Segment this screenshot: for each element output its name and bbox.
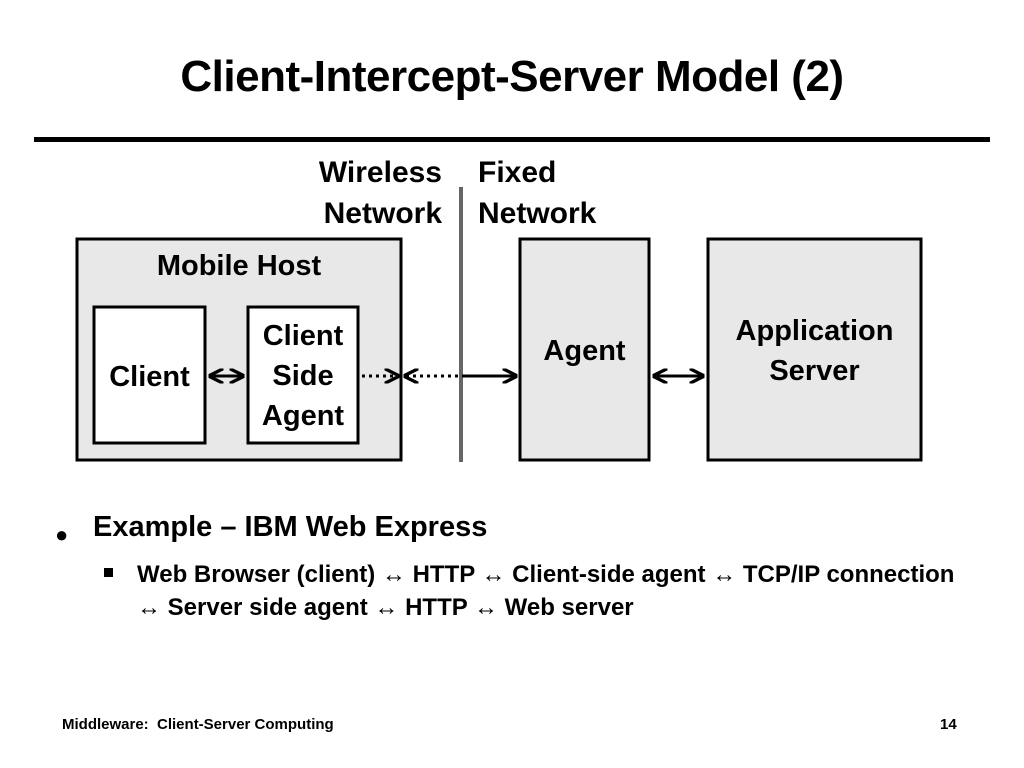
client-side-agent-box [246,305,360,445]
client-side-agent-label: Client Side Agent [248,316,358,436]
wireless-label-line1: Wireless [318,156,442,189]
client-side-agent-line3: Agent [261,400,345,432]
agent-box [518,237,651,462]
footer-text: Middleware: Client-Server Computing [62,716,334,733]
fixed-network-label: Fixed Network [478,152,596,234]
client-side-agent-line1: Client [262,320,344,352]
square-bullet-icon [104,568,113,577]
fixed-label-line2: Network [478,197,597,230]
bullet-level1: Example – IBM Web Express [93,511,488,543]
fixed-label-line1: Fixed [478,156,557,189]
mobile-host-label: Mobile Host [156,250,322,282]
wireless-network-label: Wireless Network [319,152,442,234]
app-server-line2: Server [769,355,860,387]
bullet-level2: Web Browser (client) ↔ HTTP ↔ Client-sid… [137,561,955,621]
bullet-dot-icon: ● [55,522,69,547]
client-side-agent-line2: Side [272,360,334,392]
agent-label: Agent [543,335,626,367]
slide-title: Client-Intercept-Server Model (2) [180,52,844,101]
app-server-line1: Application [735,315,894,347]
wireless-label-line2: Network [323,197,442,230]
page-number: 14 [940,716,957,733]
title-divider [34,137,990,142]
application-server-box [706,237,923,462]
client-box [92,305,207,445]
application-server-label: Application Server [708,311,921,391]
client-label: Client [109,361,190,393]
